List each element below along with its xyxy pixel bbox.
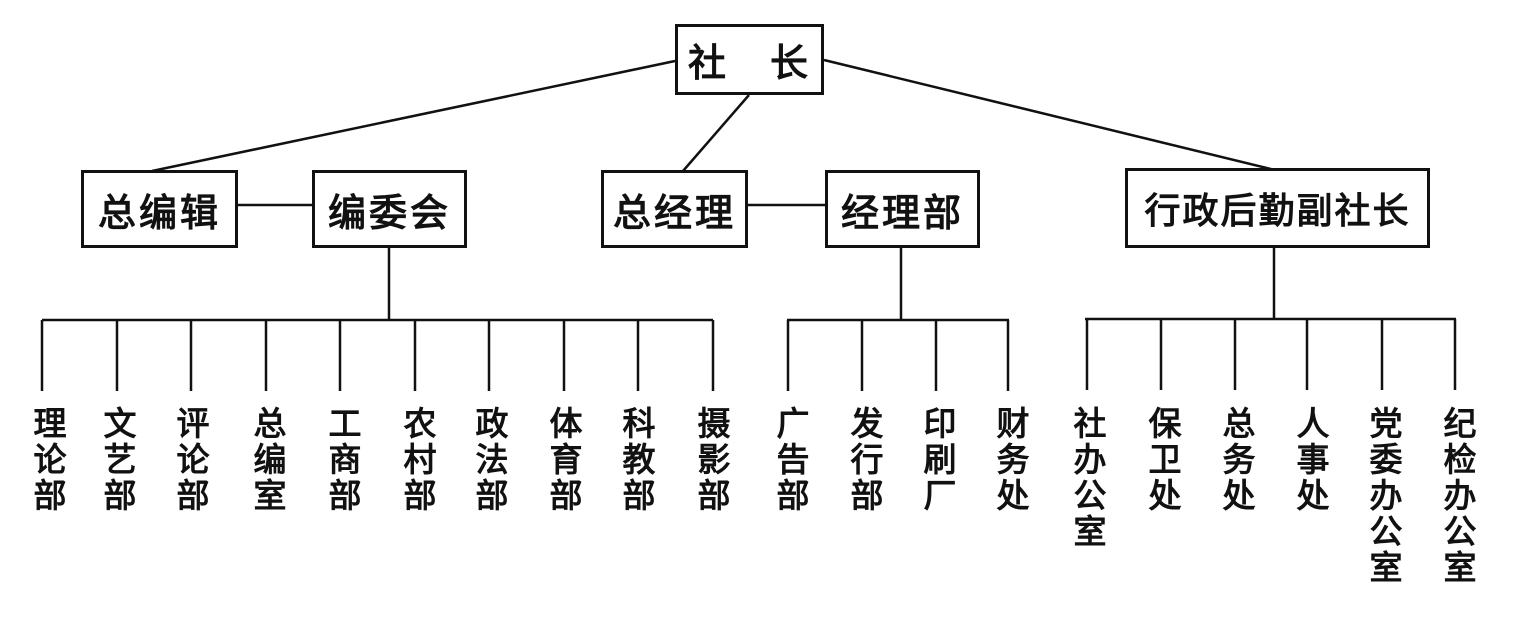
- editorial-bus: [40, 248, 715, 391]
- leaf-printing-factory: 印刷厂: [917, 406, 954, 514]
- leaf-president-office: 社办公室: [1067, 406, 1104, 550]
- node-president: 社 长: [675, 24, 824, 95]
- manager-bus: [786, 248, 1010, 391]
- leaf-general-affairs-office: 总务处: [1216, 406, 1253, 514]
- leaf-personnel-office: 人事处: [1290, 406, 1327, 514]
- leaf-party-committee-office: 党委办公室: [1363, 406, 1400, 586]
- node-general-manager: 总经理: [601, 170, 748, 248]
- leaf-general-editorial-office: 总编室: [247, 406, 284, 514]
- root-connectors: [151, 58, 1272, 173]
- leaf-distribution-dept: 发行部: [844, 406, 881, 514]
- leaf-photography-dept: 摄影部: [691, 406, 728, 514]
- leaf-advertising-dept: 广告部: [770, 406, 807, 514]
- node-manager-dept: 经理部: [825, 170, 980, 248]
- leaf-politics-law-dept: 政法部: [469, 406, 506, 514]
- leaf-science-education-dept: 科教部: [616, 406, 653, 514]
- leaf-discipline-inspection-office: 纪检办公室: [1437, 406, 1474, 586]
- leaf-sports-dept: 体育部: [543, 406, 580, 514]
- node-admin-logistics-vp-label: 行政后勤副社长: [1144, 191, 1411, 231]
- admin-bus: [1085, 248, 1457, 390]
- node-admin-logistics-vp: 行政后勤副社长: [1125, 168, 1430, 248]
- leaf-finance-office: 财务处: [990, 406, 1027, 514]
- node-editor-in-chief: 总编辑: [81, 170, 238, 248]
- node-editorial-committee-label: 编委会: [327, 192, 451, 235]
- leaf-industry-commerce-dept: 工商部: [322, 406, 359, 514]
- node-president-label: 社 长: [687, 43, 811, 85]
- leaf-commentary-dept: 评论部: [170, 406, 207, 514]
- leaf-rural-dept: 农村部: [397, 406, 434, 514]
- leaf-security-office: 保卫处: [1142, 406, 1179, 514]
- node-editor-in-chief-label: 总编辑: [97, 192, 221, 235]
- node-editorial-committee: 编委会: [312, 170, 467, 248]
- node-manager-dept-label: 经理部: [840, 192, 964, 235]
- node-general-manager-label: 总经理: [612, 192, 736, 235]
- leaf-theory-dept: 理论部: [27, 406, 64, 514]
- leaf-literature-dept: 文艺部: [97, 406, 134, 514]
